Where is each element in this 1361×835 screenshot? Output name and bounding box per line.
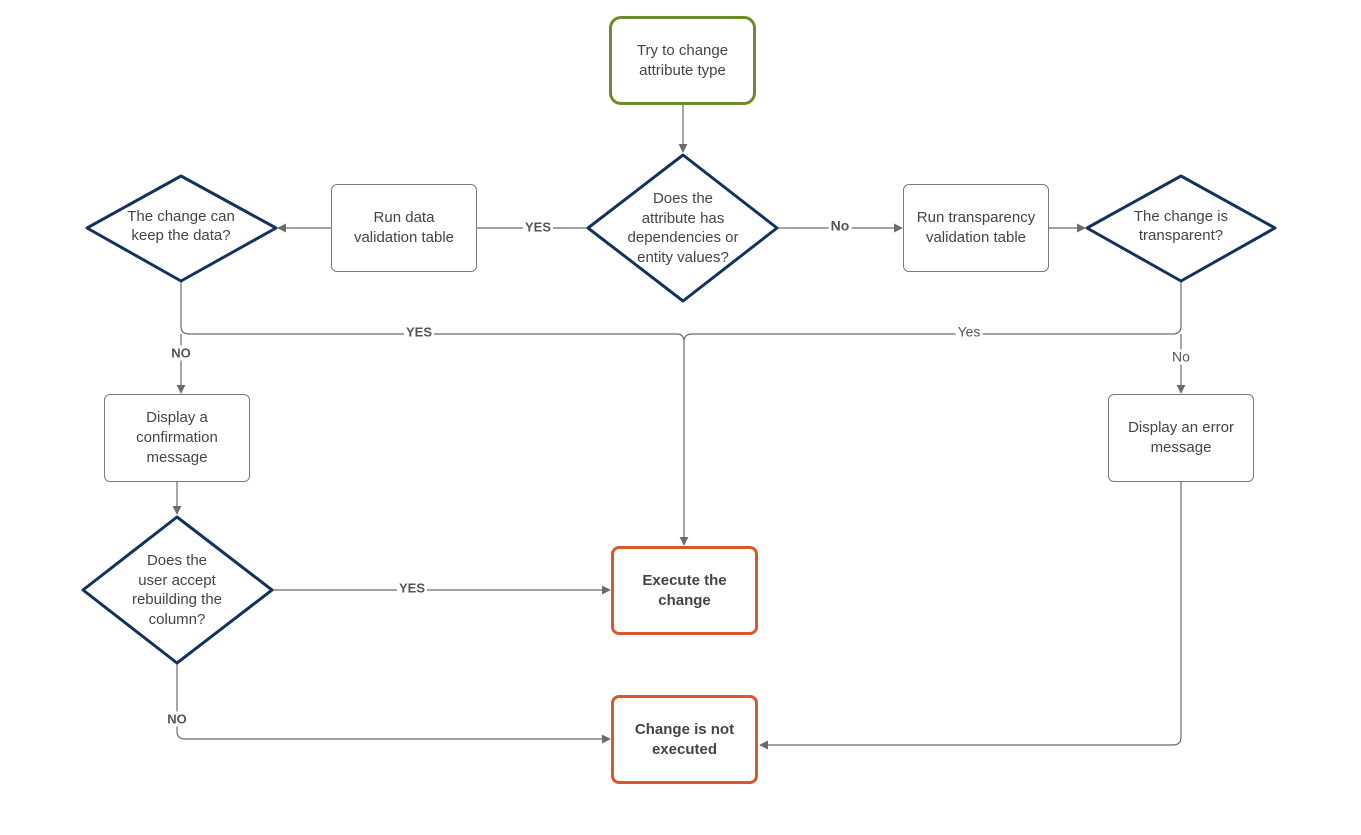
label-dependencies-no: No	[828, 217, 852, 234]
not-executed-node: Change is not executed	[611, 695, 758, 784]
decision-user-accepts-shape	[81, 515, 274, 665]
label-accept-no: NO	[165, 711, 189, 727]
label-keep-data-yes: YES	[403, 324, 435, 340]
decision-keep-data-shape	[85, 174, 278, 283]
label-keep-data-no: NO	[169, 345, 193, 361]
decision-user-accepts-text: Does the user accept rebuilding the colu…	[131, 552, 223, 628]
start-node: Try to change attribute type	[609, 16, 756, 105]
run-data-validation-node: Run data validation table	[331, 184, 477, 272]
connector-transparent-yes	[683, 281, 1182, 343]
display-error-node: Display an error message	[1108, 394, 1254, 482]
decision-keep-data-text: The change can keep the data?	[127, 207, 235, 245]
run-transparency-validation-node: Run transparency validation table	[903, 184, 1049, 272]
label-dependencies-yes: YES	[522, 219, 554, 235]
decision-dependencies-text: Does the attribute has dependencies or e…	[627, 190, 739, 266]
connector-error-to-not-executed	[759, 482, 1182, 750]
execute-change-node: Execute the change	[611, 546, 758, 635]
label-transparent-yes: Yes	[955, 323, 983, 340]
display-confirmation-node: Display a confirmation message	[104, 394, 250, 482]
connector-keep-data-yes	[180, 281, 689, 546]
label-accept-yes: YES	[396, 580, 428, 596]
decision-transparent-shape	[1085, 174, 1277, 283]
label-transparent-no: No	[1170, 348, 1192, 365]
decision-transparent-text: The change is transparent?	[1133, 207, 1229, 245]
connector-accept-no	[176, 664, 611, 744]
decision-dependencies-shape	[586, 153, 779, 303]
